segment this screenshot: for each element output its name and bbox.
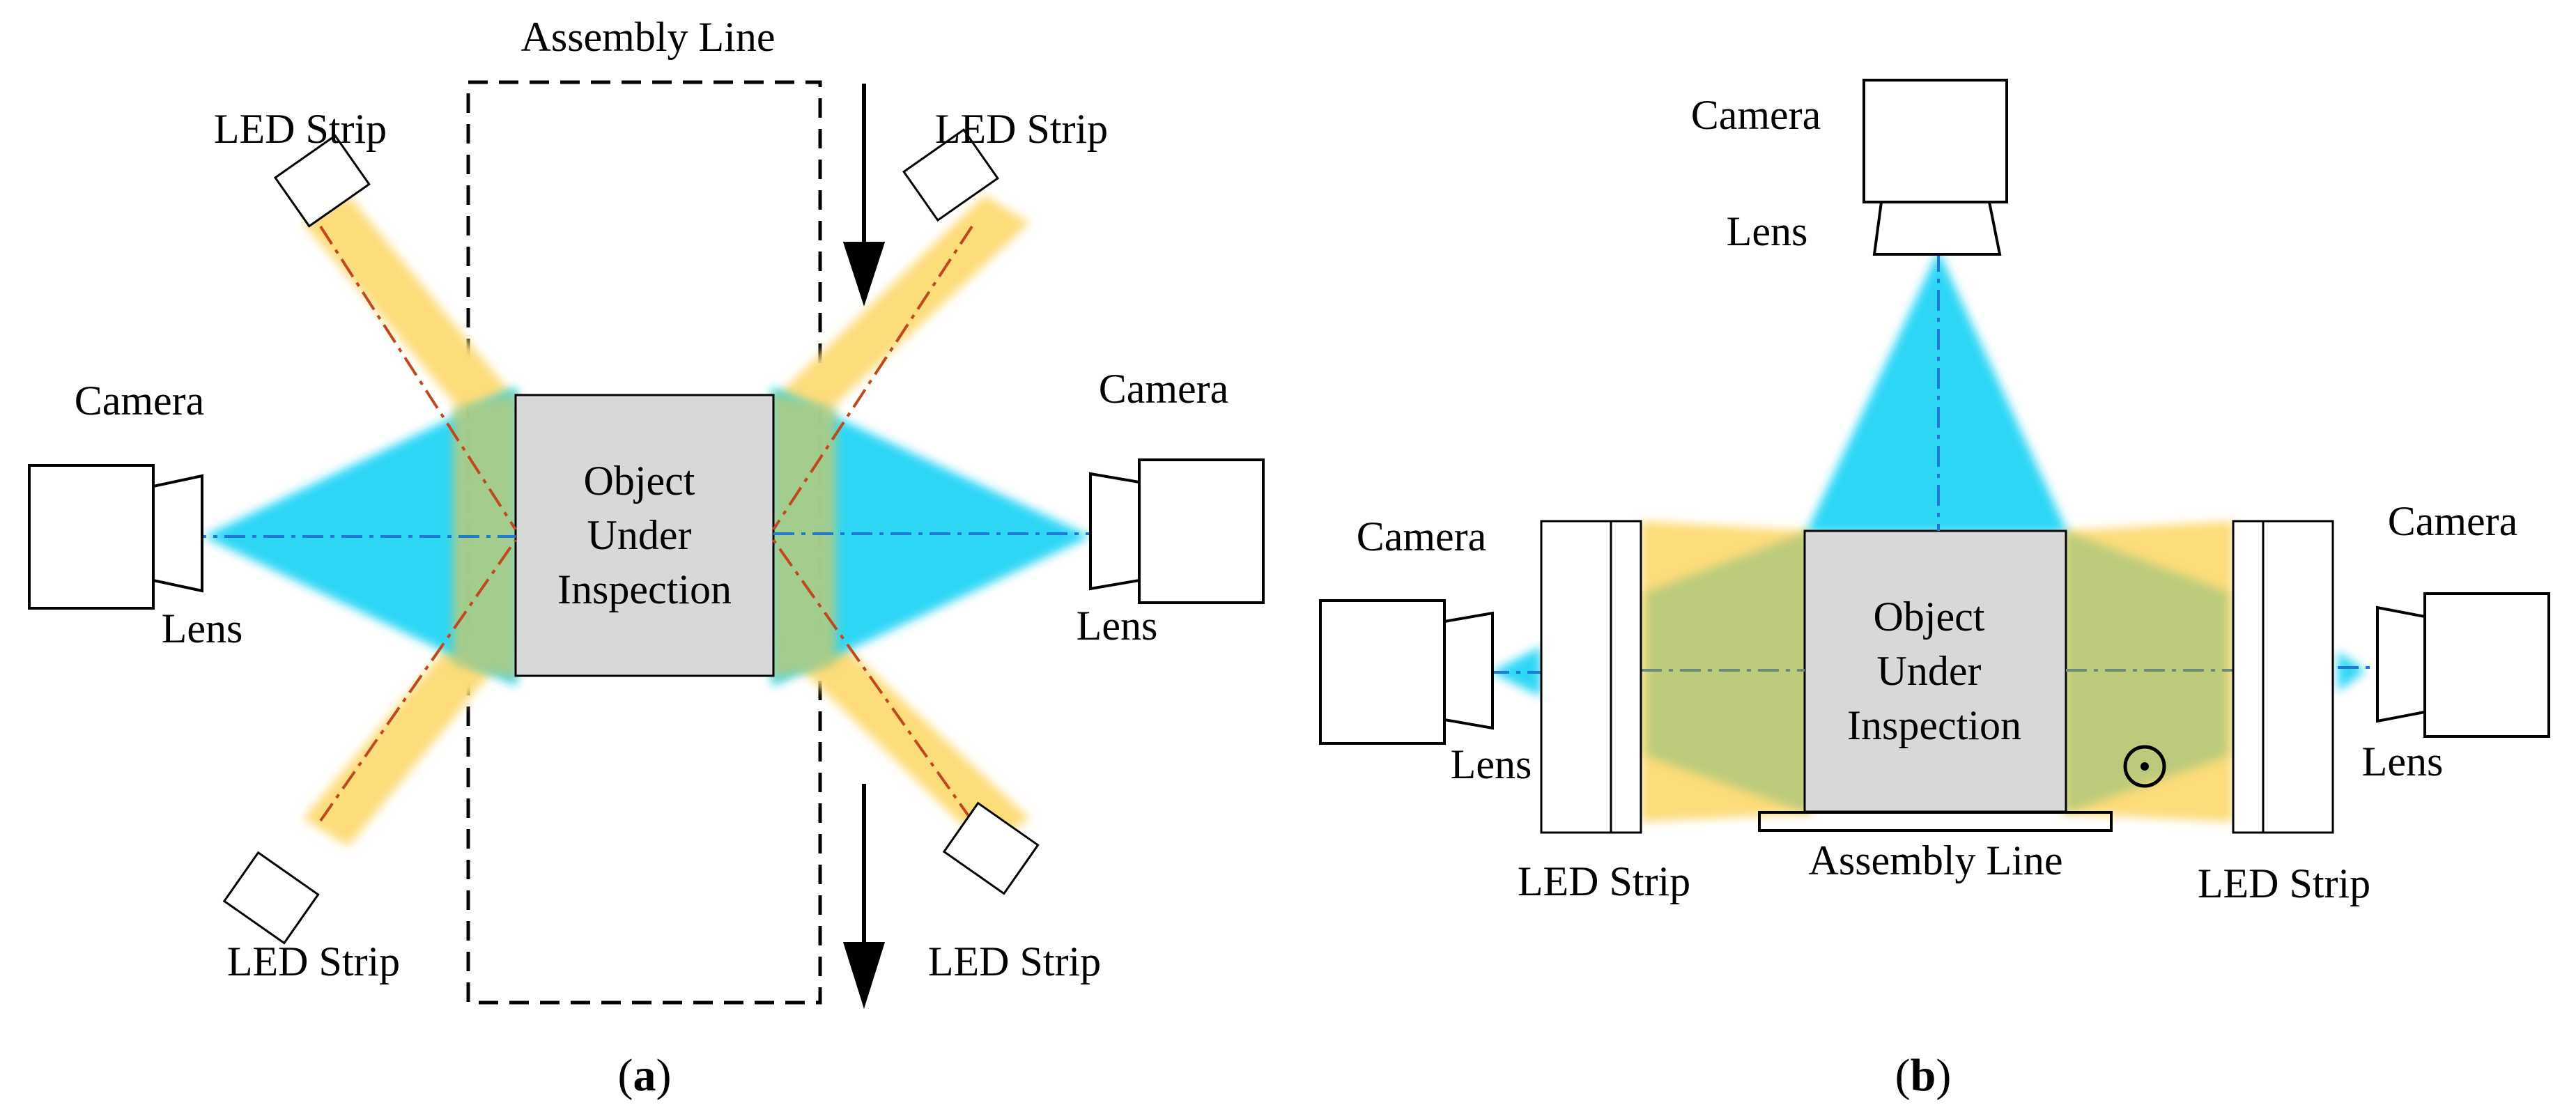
camera-right-b	[2376, 592, 2550, 738]
camera-beam-right-b	[2338, 651, 2366, 692]
led-strip-label-top-left: LED Strip	[214, 106, 387, 152]
overlap-right-b	[2065, 531, 2228, 814]
camera-label-left-b: Camera	[1357, 513, 1487, 559]
led-strip-bottom-right-icon	[942, 801, 1040, 895]
led-strip-label-bottom-left: LED Strip	[227, 938, 400, 984]
overlap-right	[772, 394, 836, 679]
led-axis-top-right	[772, 225, 973, 531]
object-label-b-line2: Under	[1877, 648, 1982, 694]
caption-a: (a)	[618, 1050, 672, 1101]
camera-beam-right	[772, 387, 1090, 686]
led-strip-label-left-b: LED Strip	[1518, 858, 1690, 904]
camera-icon	[2423, 592, 2550, 738]
camera-icon	[28, 464, 155, 610]
object-label-a: Object Under Inspection	[557, 458, 732, 612]
optical-axes-a	[146, 225, 1143, 822]
lens-label-right-a: Lens	[1077, 603, 1158, 649]
caption-b: (b)	[1895, 1050, 1952, 1101]
led-beam-bottom-right	[772, 624, 1030, 847]
led-strip-icon	[222, 128, 1040, 945]
led-strip-left-b-icon	[1540, 520, 1642, 834]
led-strip-bottom-left-icon	[222, 851, 320, 945]
object-under-inspection-a	[514, 394, 775, 677]
led-strip-icon	[1540, 520, 2334, 834]
led-beams-a	[303, 195, 1030, 847]
camera-left-a	[28, 464, 203, 610]
motion-arrow-bottom-head	[842, 942, 886, 1010]
out-of-plane-circle	[2123, 745, 2166, 788]
panel-a: Assembly Line LED Strip LED Strip LED St…	[28, 14, 1265, 1101]
object-label-b: Object Under Inspection	[1847, 594, 2021, 748]
lens-label-left-b: Lens	[1451, 741, 1532, 787]
camera-label-right-b: Camera	[2388, 498, 2518, 544]
out-of-plane-dot	[2141, 762, 2149, 771]
arrow-down-icon	[842, 84, 886, 1010]
led-strip-label-top-right: LED Strip	[935, 106, 1108, 152]
caption-b-letter: b	[1911, 1050, 1936, 1101]
overlap-b	[1646, 531, 2228, 814]
lens-label-left-a: Lens	[162, 605, 243, 651]
camera-right-a	[1089, 458, 1265, 604]
led-strip-label-right-b: LED Strip	[2198, 860, 2370, 906]
camera-label-top-b: Camera	[1691, 92, 1821, 138]
camera-top-b	[1862, 79, 2008, 256]
camera-left-b	[1319, 599, 1494, 745]
caption-a-letter: a	[633, 1050, 656, 1101]
dot-in-circle-icon	[2123, 745, 2166, 788]
led-axis-bottom-right	[772, 539, 973, 822]
camera-icon	[1138, 458, 1265, 604]
led-strip-top-left-icon	[273, 134, 371, 228]
overlap-left	[453, 394, 517, 679]
led-beam-top-left	[303, 195, 517, 418]
camera-label-right-a: Camera	[1099, 366, 1229, 412]
object-label-a-line3: Inspection	[557, 566, 732, 612]
lens-icon	[1443, 611, 1494, 730]
overlap-left-b	[1646, 531, 1810, 814]
led-axis-bottom-left	[319, 539, 517, 822]
panel-b: Camera Lens Camera Camera Lens Lens LED …	[1319, 79, 2550, 1101]
camera-icon	[1862, 79, 2008, 203]
object-label-b-line1: Object	[1874, 594, 1985, 640]
led-beam-top-right	[772, 195, 1030, 418]
object-label-a-line1: Object	[584, 458, 695, 504]
camera-beam-top-b	[1806, 251, 2068, 533]
lens-icon	[2376, 605, 2426, 723]
led-strip-right-b-icon	[2232, 520, 2334, 834]
object-label-a-line2: Under	[587, 512, 692, 558]
lens-label-right-b: Lens	[2362, 739, 2444, 785]
overlap-a	[453, 394, 836, 679]
assembly-line-label-b: Assembly Line	[1809, 837, 2063, 883]
object-label-b-line3: Inspection	[1847, 702, 2021, 748]
assembly-line-b	[1758, 811, 2113, 832]
object-under-inspection-b	[1803, 530, 2067, 813]
camera-icon	[1319, 599, 1446, 745]
assembly-line-label-a: Assembly Line	[521, 14, 776, 60]
led-strip-label-bottom-right: LED Strip	[928, 938, 1101, 984]
lens-icon	[1872, 201, 2002, 256]
camera-label-left-a: Camera	[75, 378, 205, 424]
lens-icon	[1089, 472, 1141, 591]
motion-arrow-top-head	[842, 242, 886, 307]
lens-label-top-b: Lens	[1727, 208, 1808, 254]
led-strip-top-right-icon	[902, 128, 999, 222]
lens-icon	[152, 474, 203, 593]
led-beam-bottom-left	[303, 624, 517, 847]
